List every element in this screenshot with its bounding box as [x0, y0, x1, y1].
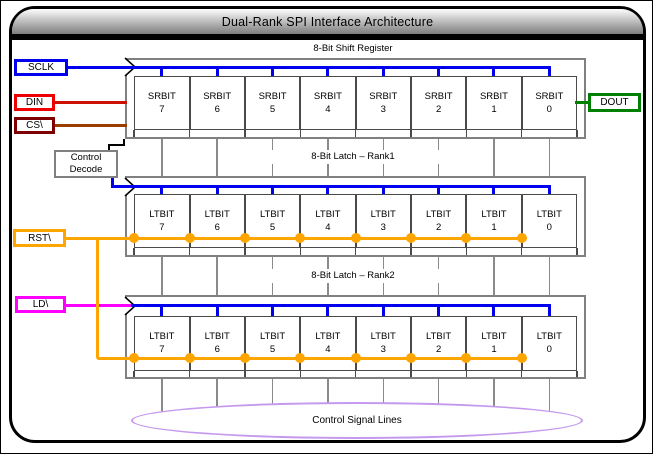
control-lines-ellipse: Control Signal Lines	[131, 402, 583, 439]
diagram-frame	[9, 6, 646, 443]
title-bar: Dual-Rank SPI Interface Architecture	[12, 9, 643, 34]
ellipse-label: Control Signal Lines	[312, 415, 402, 426]
title-bar-divider	[12, 34, 643, 40]
diagram-title: Dual-Rank SPI Interface Architecture	[221, 14, 434, 29]
